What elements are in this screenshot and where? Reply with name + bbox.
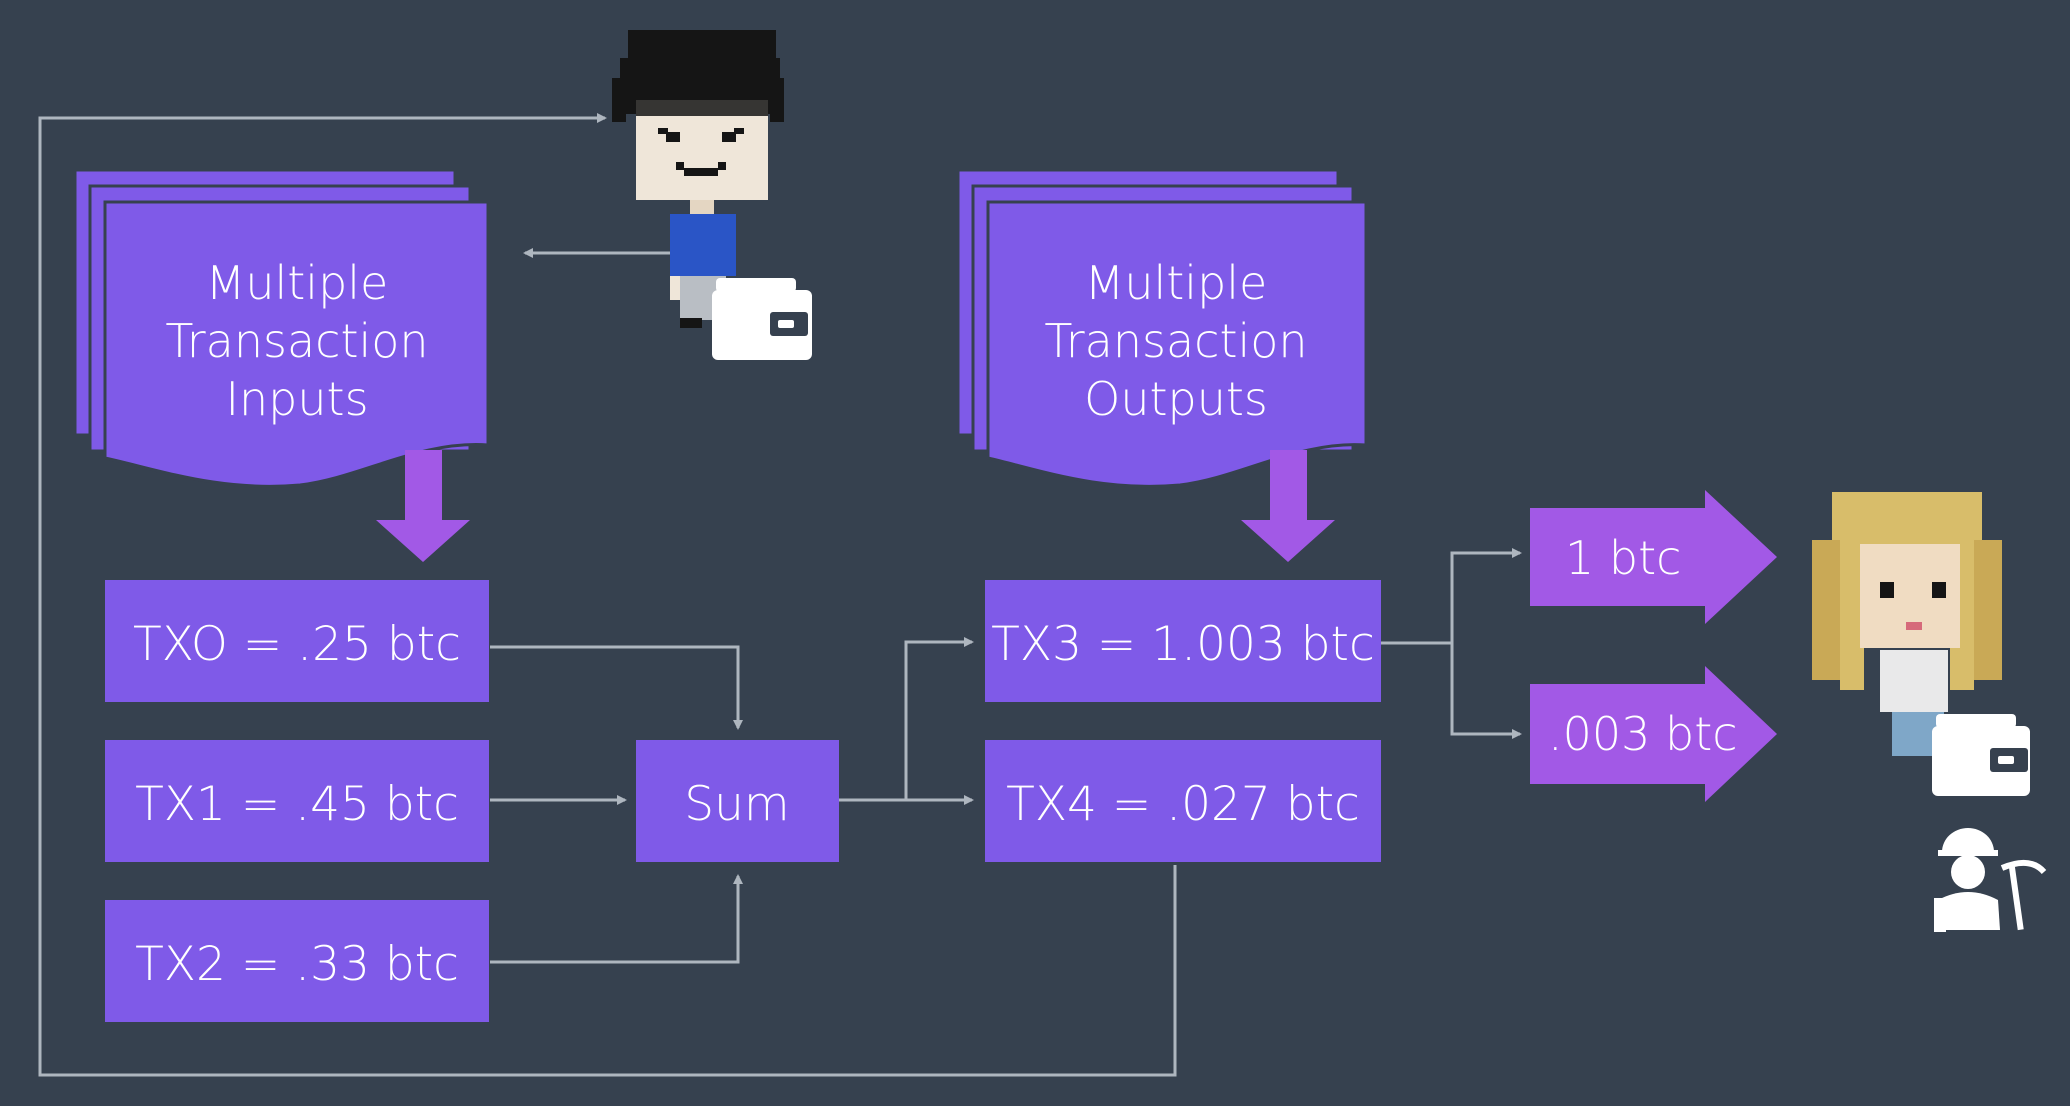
- connectors: [38, 113, 1522, 1077]
- sender-avatar-icon: [612, 30, 784, 328]
- sum-box: Sum: [636, 740, 839, 862]
- inputs-stack: Multiple Transaction Inputs: [73, 168, 490, 488]
- input-tx1-box: TX1 = .45 btc: [105, 740, 489, 862]
- outputs-stack: Multiple Transaction Outputs: [956, 168, 1368, 488]
- tx2-to-sum-line: [490, 874, 743, 964]
- inputs-stack-sheet-front: [103, 200, 490, 488]
- txo-to-sum-line: [490, 645, 743, 730]
- output-tx4-label: TX4 = .027 btc: [1006, 777, 1360, 832]
- inputs-down-arrow-icon: [376, 450, 470, 562]
- inputs-stack-line-1: Multiple: [206, 256, 389, 310]
- wallet-icon: [712, 278, 812, 360]
- change-return-line: [38, 113, 1177, 1077]
- sum-label: Sum: [684, 777, 789, 832]
- input-tx2-label: TX2 = .33 btc: [135, 937, 459, 992]
- output-tx3-label: TX3 = 1.003 btc: [991, 617, 1375, 672]
- tx3-to-003btc-line: [1450, 643, 1522, 739]
- output-tx3-box: TX3 = 1.003 btc: [985, 580, 1381, 702]
- recipient-wallet-icon: [1932, 714, 2030, 796]
- pointer-1btc-label: 1 btc: [1565, 531, 1681, 585]
- input-txo-label: TXO = .25 btc: [133, 617, 461, 672]
- pointer-1btc: 1 btc: [1530, 490, 1777, 624]
- inputs-stack-line-2: Transaction: [165, 314, 428, 368]
- outputs-down-arrow-icon: [1241, 450, 1335, 562]
- inputs-stack-line-3: Inputs: [225, 372, 368, 426]
- recipient-avatar-icon: [1812, 492, 2002, 756]
- outputs-stack-sheet-front: [986, 200, 1368, 488]
- output-tx4-box: TX4 = .027 btc: [985, 740, 1381, 862]
- tx3-to-1btc-line: [1380, 548, 1522, 645]
- outputs-stack-line-3: Outputs: [1084, 372, 1268, 426]
- outputs-stack-line-2: Transaction: [1044, 314, 1307, 368]
- input-txo-box: TXO = .25 btc: [105, 580, 489, 702]
- outputs-stack-line-1: Multiple: [1085, 256, 1268, 310]
- input-tx2-box: TX2 = .33 btc: [105, 900, 489, 1022]
- miner-icon: [1934, 828, 2047, 932]
- pointer-003btc: .003 btc: [1530, 666, 1777, 802]
- pointer-003btc-label: .003 btc: [1548, 707, 1738, 761]
- sum-to-tx3-line: [838, 637, 974, 802]
- input-tx1-label: TX1 = .45 btc: [135, 777, 459, 832]
